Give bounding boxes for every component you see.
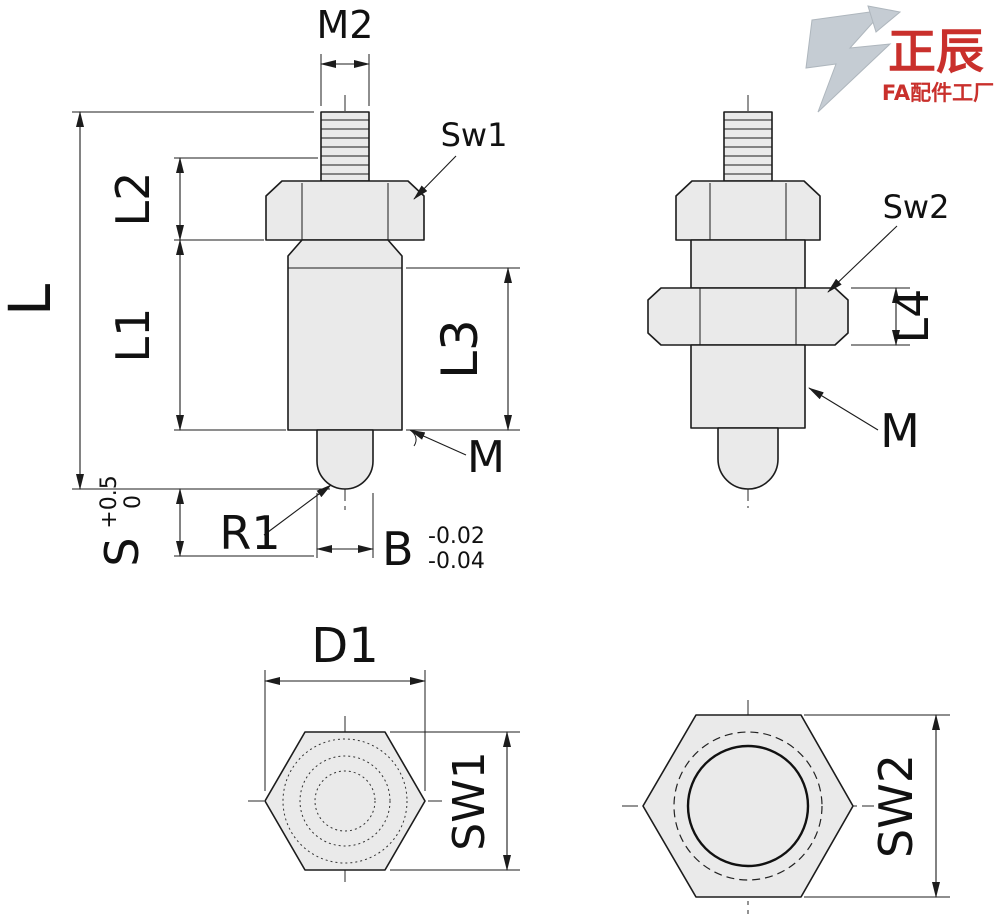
dim-label-s-tol-lower: 0 (121, 495, 146, 509)
dim-label-sw1: SW1 (444, 751, 495, 850)
dotted-circle (299, 755, 391, 847)
bottom-view-large: SW2 (622, 700, 950, 914)
leader-line-m (409, 429, 467, 456)
logo-subtitle: FA配件工厂 (882, 81, 994, 105)
dim-label-r1: R1 (219, 506, 280, 560)
dim-label-l4: L4 (885, 289, 939, 344)
dim-label-b-tol-upper: -0.02 (428, 524, 485, 549)
logo-brand: 正辰 (888, 24, 984, 80)
hex-locknut (647, 287, 849, 346)
logo-arrow-icon (867, 5, 902, 33)
leader-line-r1 (263, 484, 332, 536)
dim-label-l: L (0, 284, 64, 316)
upper-body (690, 239, 806, 289)
bottom-view-small: D1 SW1 (248, 618, 520, 886)
leader-line-m (808, 387, 879, 431)
plunger-tip (717, 427, 779, 490)
hex-head (675, 180, 821, 241)
leader-line-sw1 (413, 155, 457, 200)
callout-label-sw2: Sw2 (883, 188, 950, 226)
callout-label-m: M (467, 432, 505, 483)
dim-label-s: S (95, 537, 149, 566)
hex-head (265, 180, 425, 241)
leader-line-sw2 (827, 225, 898, 293)
thread-squiggle (409, 429, 417, 447)
front-view: M2 L L2 L1 S +0.5 0 B -0.02 -0.04 L3 (0, 3, 520, 576)
bore-circle (686, 744, 810, 868)
dim-label-b-tol-lower: -0.04 (428, 549, 485, 574)
threaded-body (287, 239, 403, 431)
dim-label-d1: D1 (311, 618, 379, 674)
stem-thread-lines (321, 119, 369, 175)
dotted-circle (314, 770, 376, 832)
hexagon (264, 731, 426, 871)
lower-body (690, 344, 806, 429)
dim-label-l3: L3 (431, 319, 489, 379)
callout-label-sw1: Sw1 (441, 116, 508, 154)
dim-label-s-tol-upper: +0.5 (97, 475, 122, 528)
callout-label-m: M (880, 404, 920, 458)
hexagon (642, 714, 854, 898)
dotted-circle (282, 738, 408, 864)
logo: 正辰 FA配件工厂 (805, 5, 994, 113)
dim-label-sw2: SW2 (869, 754, 923, 858)
thread-circle-dashed (673, 731, 823, 881)
plunger-tip (316, 429, 374, 490)
dim-label-b: B (382, 522, 414, 576)
dim-label-l2: L2 (106, 172, 160, 227)
stem-thread-lines (724, 119, 772, 175)
dim-label-l1: L1 (106, 308, 160, 363)
side-view: Sw2 L4 M (647, 95, 950, 508)
dim-label-m2: M2 (317, 3, 374, 47)
